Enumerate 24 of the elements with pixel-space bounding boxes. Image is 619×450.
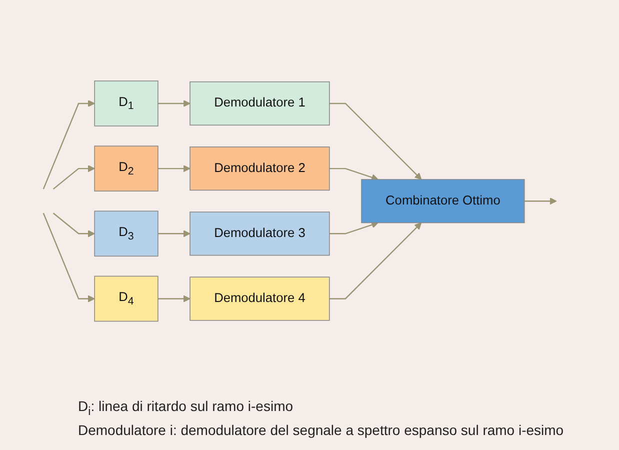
node-box: D$_{3}$ xyxy=(94,210,158,257)
arrow xyxy=(329,221,378,234)
node-box: Combinatore Ottimo xyxy=(361,179,525,224)
node-box: D$_{1}$ xyxy=(94,80,158,126)
arrow xyxy=(42,212,95,302)
node-box: Demodulatore 4 xyxy=(190,276,330,321)
arrow xyxy=(158,165,190,172)
node-box: Demodulatore 2 xyxy=(190,146,330,191)
node-box: D$_{2}$ xyxy=(94,146,158,192)
arrow xyxy=(329,168,378,181)
arrow xyxy=(158,100,190,107)
node-box: D$_{4}$ xyxy=(94,276,158,322)
legend-note: D$_{i}$: linea di ritardo sul ramo i-esimo xyxy=(78,398,294,418)
arrow xyxy=(158,230,190,238)
arrow xyxy=(329,102,422,180)
node-box: Demodulatore 3 xyxy=(190,212,330,256)
legend-note: Demodulatore i: demodulatore del segnale a spettro espanso sul ramo i-esimo xyxy=(78,422,565,438)
node-box: Demodulatore 1 xyxy=(190,81,330,126)
arrow xyxy=(52,165,95,190)
arrow xyxy=(52,212,95,238)
arrow xyxy=(158,295,190,302)
arrow xyxy=(524,198,557,205)
arrow xyxy=(329,222,422,300)
arrow xyxy=(42,100,95,190)
